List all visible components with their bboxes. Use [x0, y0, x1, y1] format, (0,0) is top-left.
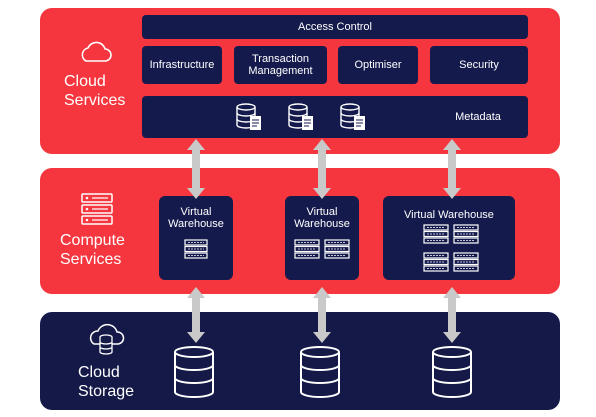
compute-services-label: Compute Services	[60, 232, 125, 268]
optimiser-label: Optimiser	[354, 59, 402, 71]
server-icon	[81, 193, 113, 225]
warehouse-server-icon	[423, 224, 479, 272]
double-arrow-icon	[443, 287, 461, 343]
transaction-management-label: Transaction Management	[248, 53, 313, 77]
double-arrow-icon	[187, 287, 205, 343]
metadata-db-icon	[236, 103, 261, 130]
metadata-db-icon	[288, 103, 313, 130]
warehouse-server-icon	[184, 239, 208, 259]
metadata-box: Metadata	[142, 96, 528, 138]
cloud-database-icon	[89, 323, 125, 355]
virtual-warehouse-1: Virtual Warehouse	[159, 196, 233, 280]
double-arrow-icon	[443, 139, 461, 199]
double-arrow-icon	[313, 139, 331, 199]
cloud-services-label: Cloud Services	[64, 73, 126, 109]
cloud-icon	[81, 41, 112, 62]
virtual-warehouse-1-label: Virtual Warehouse	[168, 206, 224, 230]
optimiser-box: Optimiser	[338, 46, 418, 84]
security-label: Security	[459, 59, 499, 71]
metadata-db-icon	[340, 103, 365, 130]
metadata-label: Metadata	[455, 111, 501, 123]
access-control-box: Access Control	[142, 15, 528, 39]
virtual-warehouse-3: Virtual Warehouse	[383, 196, 515, 280]
storage-database-icon	[432, 346, 472, 398]
security-box: Security	[430, 46, 528, 84]
transaction-management-box: Transaction Management	[234, 46, 327, 84]
double-arrow-icon	[313, 287, 331, 343]
storage-database-icon	[300, 346, 340, 398]
storage-database-icon	[174, 346, 214, 398]
virtual-warehouse-3-label: Virtual Warehouse	[404, 209, 494, 221]
warehouse-server-icon	[294, 239, 350, 259]
cloud-storage-label: Cloud Storage	[78, 364, 135, 400]
infrastructure-label: Infrastructure	[149, 59, 215, 71]
virtual-warehouse-2-label: Virtual Warehouse	[294, 206, 350, 230]
double-arrow-icon	[187, 139, 205, 199]
access-control-label: Access Control	[298, 21, 372, 33]
infrastructure-box: Infrastructure	[142, 46, 222, 84]
virtual-warehouse-2: Virtual Warehouse	[285, 196, 359, 280]
